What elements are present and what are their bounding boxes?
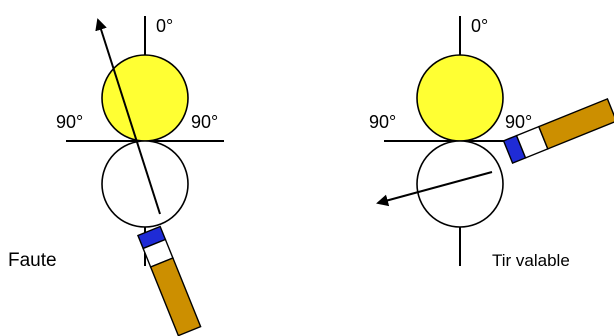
cue-stick [137, 225, 202, 336]
cue-ball [101, 140, 189, 228]
target-ball [101, 54, 189, 142]
shot-direction-arrow [376, 171, 493, 207]
cue-stick [502, 97, 614, 165]
target-ball [416, 54, 504, 142]
cue-shaft [537, 97, 614, 150]
label-right-ninety-degree: 90° [505, 112, 532, 132]
diagram-valid-shot: 0° 90° 90° Tir valable [369, 16, 614, 270]
cue-shaft [149, 257, 202, 336]
label-right-ninety-degree: 90° [191, 112, 218, 132]
shot-direction-arrow [95, 18, 161, 215]
cue-ball [416, 140, 504, 228]
label-left-ninety-degree: 90° [369, 112, 396, 132]
label-left-ninety-degree: 90° [56, 112, 83, 132]
label-zero-degree: 0° [471, 16, 488, 36]
valid-shot-caption: Tir valable [492, 251, 570, 270]
diagram-fault: 0° 90° 90° Faute [8, 16, 224, 336]
fault-caption: Faute [8, 250, 57, 271]
label-zero-degree: 0° [156, 16, 173, 36]
